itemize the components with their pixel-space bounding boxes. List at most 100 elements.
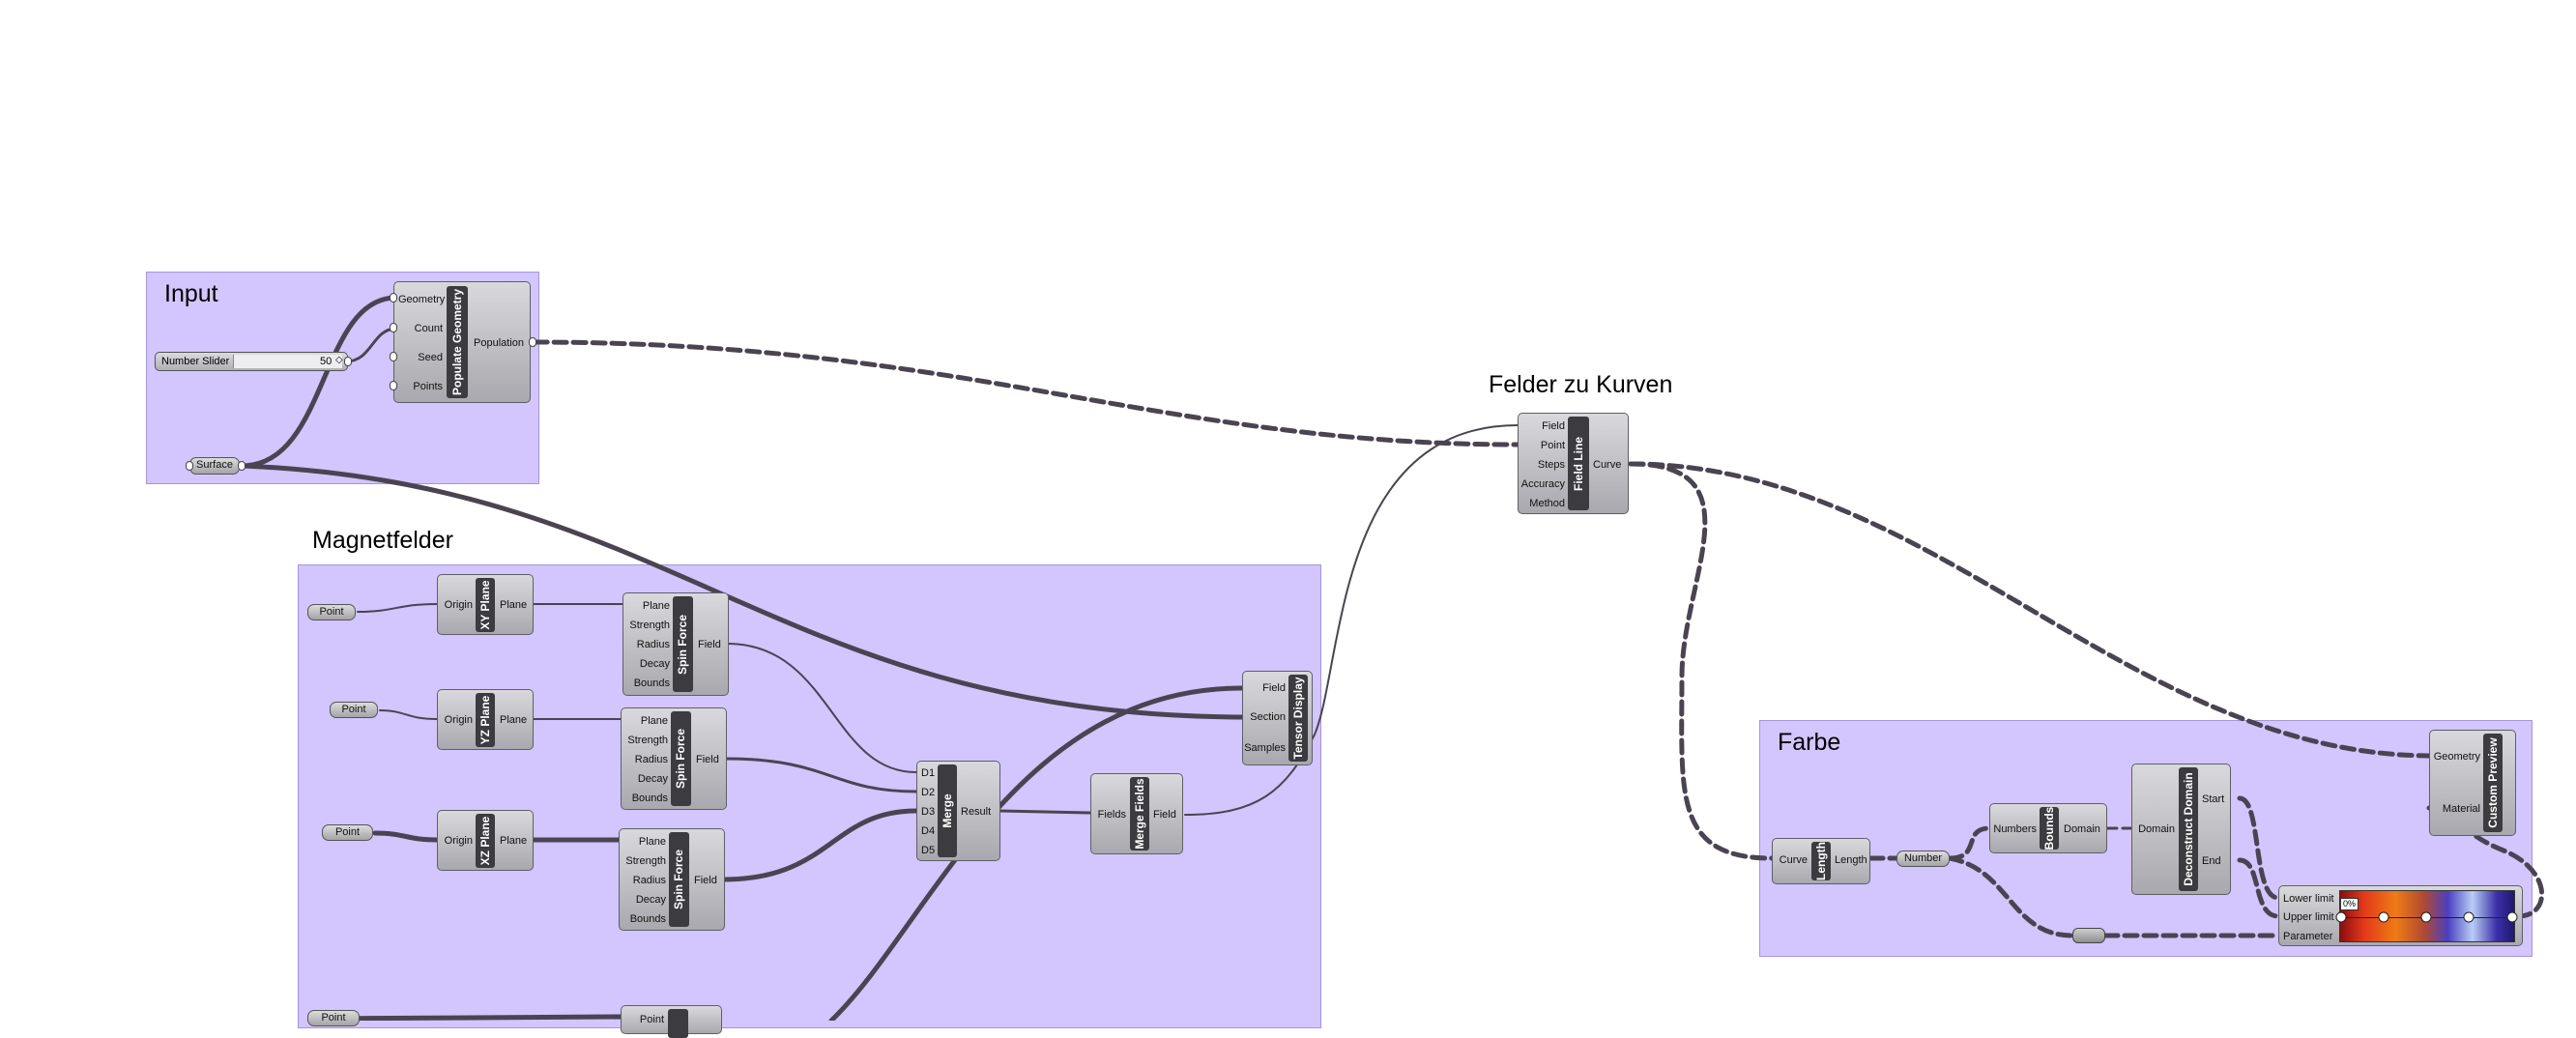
slider-label: Number Slider [161, 356, 230, 367]
port-decay: Decay [637, 773, 668, 785]
populate-geometry-component[interactable]: Populate Geometry Geometry Count Seed Po… [393, 281, 531, 403]
surface-label: Surface [196, 459, 233, 471]
port-field: Field [1542, 420, 1565, 432]
port-bounds: Bounds [629, 913, 666, 925]
component-name-bar [668, 1009, 688, 1038]
port-material: Material [2442, 803, 2480, 815]
gradient-grip-2[interactable] [2378, 911, 2389, 923]
gradient-grip-4[interactable] [2463, 911, 2475, 923]
component-name-bar: XZ Plane [476, 814, 495, 868]
point-param-2[interactable]: Point [330, 702, 378, 718]
slider-out[interactable] [344, 357, 352, 366]
custom-preview-name: Custom Preview [2486, 737, 2500, 828]
port-d4: D4 [921, 825, 936, 837]
populate-in-count[interactable] [390, 323, 397, 332]
component-name-bar: Tensor Display [1288, 675, 1308, 762]
port-strength: Strength [625, 855, 666, 867]
port-origin: Origin [444, 714, 473, 726]
port-field: Field [1262, 682, 1286, 694]
xy-plane-name: XY Plane [478, 580, 492, 630]
port-lower-limit: Lower limit [2283, 893, 2334, 905]
merge-fields-component[interactable]: Merge Fields Fields Field [1090, 773, 1183, 854]
port-accuracy: Accuracy [1520, 478, 1565, 490]
deconstruct-domain-component[interactable]: Deconstruct Domain Domain Start End [2131, 764, 2231, 895]
component-name-bar: Deconstruct Domain [2179, 767, 2198, 891]
port-decay: Decay [639, 658, 670, 670]
gradient-grip-1[interactable] [2335, 911, 2347, 923]
populate-in-seed[interactable] [390, 352, 397, 361]
port-point: Point [1540, 440, 1565, 451]
port-upper-limit: Upper limit [2283, 911, 2334, 923]
merge-fields-name: Merge Fields [1133, 778, 1146, 850]
field-line-component[interactable]: Field Line Field Point Steps Accuracy Me… [1518, 413, 1629, 514]
point-label: Point [341, 704, 366, 715]
port-method: Method [1529, 498, 1565, 509]
point-label: Point [321, 1012, 346, 1024]
gradient-component[interactable]: Lower limit Upper limit Parameter 0% [2278, 885, 2523, 946]
component-name-bar: YZ Plane [476, 693, 495, 747]
port-bounds: Bounds [631, 793, 668, 804]
spin-force-name: Spin Force [674, 728, 687, 790]
component-name-bar: Custom Preview [2483, 734, 2503, 832]
spin-force-component-2[interactable]: Spin Force Plane Strength Radius Decay B… [621, 707, 727, 810]
slider-handle-icon[interactable]: ◇ [335, 355, 343, 365]
port-strength: Strength [627, 735, 668, 746]
wire-curve-length [1628, 461, 1775, 861]
port-decay: Decay [635, 894, 666, 906]
populate-in-geometry[interactable] [390, 293, 397, 303]
point-param-3[interactable]: Point [322, 824, 373, 841]
yz-plane-component[interactable]: YZ Plane Origin Plane [437, 689, 534, 750]
port-d5: D5 [921, 845, 936, 856]
port-plane: Plane [642, 600, 670, 612]
gradient-badge: 0% [2340, 898, 2359, 910]
port-radius: Radius [636, 639, 670, 650]
port-seed: Seed [418, 352, 443, 363]
spin-force-component-1[interactable]: Spin Force Plane Strength Radius Decay B… [622, 592, 729, 696]
populate-out[interactable] [529, 337, 536, 347]
port-field: Field [696, 754, 719, 765]
component-name-bar: Spin Force [669, 832, 689, 927]
bounds-component[interactable]: Bounds Numbers Domain [1989, 803, 2107, 853]
number-slider[interactable]: Number Slider 50 ◇ [155, 352, 348, 371]
component-name-bar: Merge Fields [1130, 777, 1149, 851]
surface-param[interactable]: Surface [189, 457, 240, 475]
surface-out[interactable] [238, 461, 246, 471]
port-population: Population [474, 337, 524, 349]
port-origin: Origin [444, 835, 473, 847]
xy-plane-component[interactable]: XY Plane Origin Plane [437, 574, 534, 635]
port-plane: Plane [500, 599, 528, 611]
port-numbers: Numbers [1993, 823, 2037, 835]
slider-value: 50 [320, 356, 333, 367]
port-geometry: Geometry [2433, 751, 2480, 763]
relay-node[interactable] [2072, 928, 2105, 943]
point-label: Point [319, 606, 344, 618]
populate-in-points[interactable] [390, 381, 397, 390]
gradient-grip-3[interactable] [2420, 911, 2432, 923]
custom-preview-component[interactable]: Custom Preview Geometry Material [2429, 730, 2516, 836]
spin-force-name: Spin Force [676, 614, 689, 676]
group-title-input: Input [164, 280, 218, 307]
port-radius: Radius [634, 754, 668, 765]
merge-name: Merge [941, 793, 954, 828]
tensor-display-component[interactable]: Tensor Display Field Section Samples [1242, 671, 1313, 765]
wire-population-point [532, 339, 1520, 447]
port-steps: Steps [1537, 459, 1565, 471]
xz-plane-component[interactable]: XZ Plane Origin Plane [437, 810, 534, 871]
group-title-felder: Felder zu Kurven [1489, 371, 1673, 398]
port-field: Field [694, 875, 717, 886]
point-charge-component[interactable]: Point [621, 1005, 722, 1038]
gradient-grip-5[interactable] [2506, 911, 2518, 923]
number-param[interactable]: Number [1896, 851, 1950, 867]
point-param-4[interactable]: Point [307, 1010, 360, 1026]
component-name-bar: Length [1811, 842, 1831, 880]
port-bounds: Bounds [633, 678, 670, 689]
length-component[interactable]: Length Curve Length [1772, 838, 1870, 884]
component-name-bar: Bounds [2040, 807, 2059, 850]
point-param-1[interactable]: Point [307, 604, 356, 620]
merge-component[interactable]: Merge D1 D2 D3 D4 D5 Result [916, 761, 1000, 861]
port-plane: Plane [500, 714, 528, 726]
port-count: Count [414, 323, 443, 334]
surface-in[interactable] [186, 461, 193, 471]
port-start: Start [2202, 793, 2225, 805]
spin-force-component-3[interactable]: Spin Force Plane Strength Radius Decay B… [619, 828, 725, 931]
